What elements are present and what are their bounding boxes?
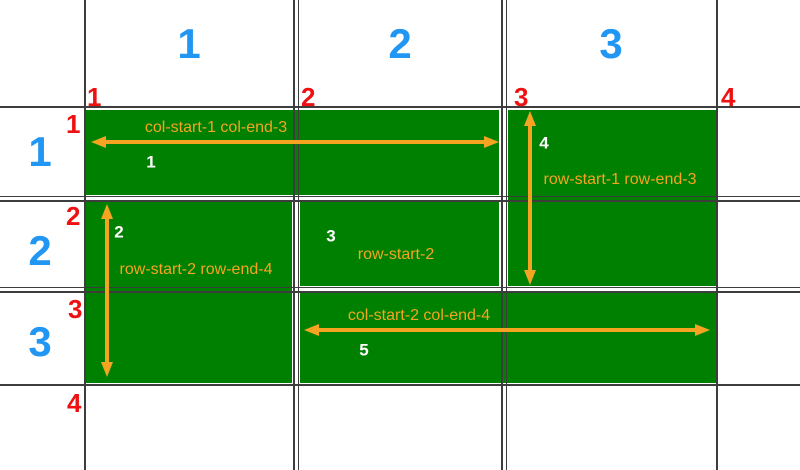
- item-2-row-span-arrow: [101, 204, 113, 377]
- column-grid-line-3-right: [505, 0, 507, 470]
- item-number: 4: [539, 133, 549, 153]
- item-span-label: col-start-2 col-end-4: [347, 307, 491, 324]
- row-grid-line-2-bottom: [0, 200, 800, 202]
- item-1-col-span-arrow: [91, 136, 499, 148]
- item-number: 1: [146, 152, 156, 172]
- item-span-label: row-start-1 row-end-3: [543, 171, 697, 188]
- row-line-number-3: 3: [68, 294, 83, 324]
- column-track-number-3: 3: [599, 20, 623, 67]
- item-span-label: row-start-2 row-end-4: [119, 261, 273, 278]
- grid-item-3: 3 row-start-2: [300, 202, 499, 286]
- item-span-label: col-start-1 col-end-3: [144, 119, 288, 136]
- row-track-number-3: 3: [28, 318, 52, 365]
- item-number: 3: [326, 226, 336, 246]
- row-line-number-1: 1: [66, 109, 81, 139]
- column-grid-line-2-right: [297, 0, 299, 470]
- column-track-number-2: 2: [388, 20, 412, 67]
- item-span-label: row-start-2: [357, 246, 435, 263]
- row-grid-line-2-top: [0, 195, 800, 197]
- grid-item-5: col-start-2 col-end-4 5: [300, 293, 716, 383]
- column-grid-line-3-left: [501, 0, 503, 470]
- column-grid-line-4: [716, 0, 718, 470]
- column-grid-line-2-left: [293, 0, 295, 470]
- row-line-number-2: 2: [66, 201, 81, 231]
- row-track-number-2: 2: [28, 227, 52, 274]
- column-grid-line-1: [84, 0, 86, 470]
- row-grid-line-4: [0, 383, 800, 386]
- column-line-number-2: 2: [301, 82, 316, 112]
- row-grid-line-1: [0, 106, 800, 108]
- item-number: 2: [114, 222, 124, 242]
- grid-item-2: 2 row-start-2 row-end-4: [86, 202, 292, 383]
- column-track-number-1: 1: [177, 20, 201, 67]
- column-line-number-1: 1: [87, 82, 102, 112]
- row-track-number-1: 1: [28, 128, 52, 175]
- row-grid-line-3-top: [0, 286, 800, 288]
- column-line-number-3: 3: [514, 82, 529, 112]
- item-5-col-span-arrow: [304, 324, 710, 336]
- row-grid-line-3-bottom: [0, 291, 800, 293]
- column-line-number-4: 4: [721, 82, 736, 112]
- item-number: 5: [359, 340, 369, 360]
- grid-item-4: 4 row-start-1 row-end-3: [508, 110, 716, 286]
- item-4-row-span-arrow: [524, 111, 536, 285]
- row-line-number-4: 4: [67, 388, 82, 418]
- grid-item-1: col-start-1 col-end-3 1: [86, 110, 499, 195]
